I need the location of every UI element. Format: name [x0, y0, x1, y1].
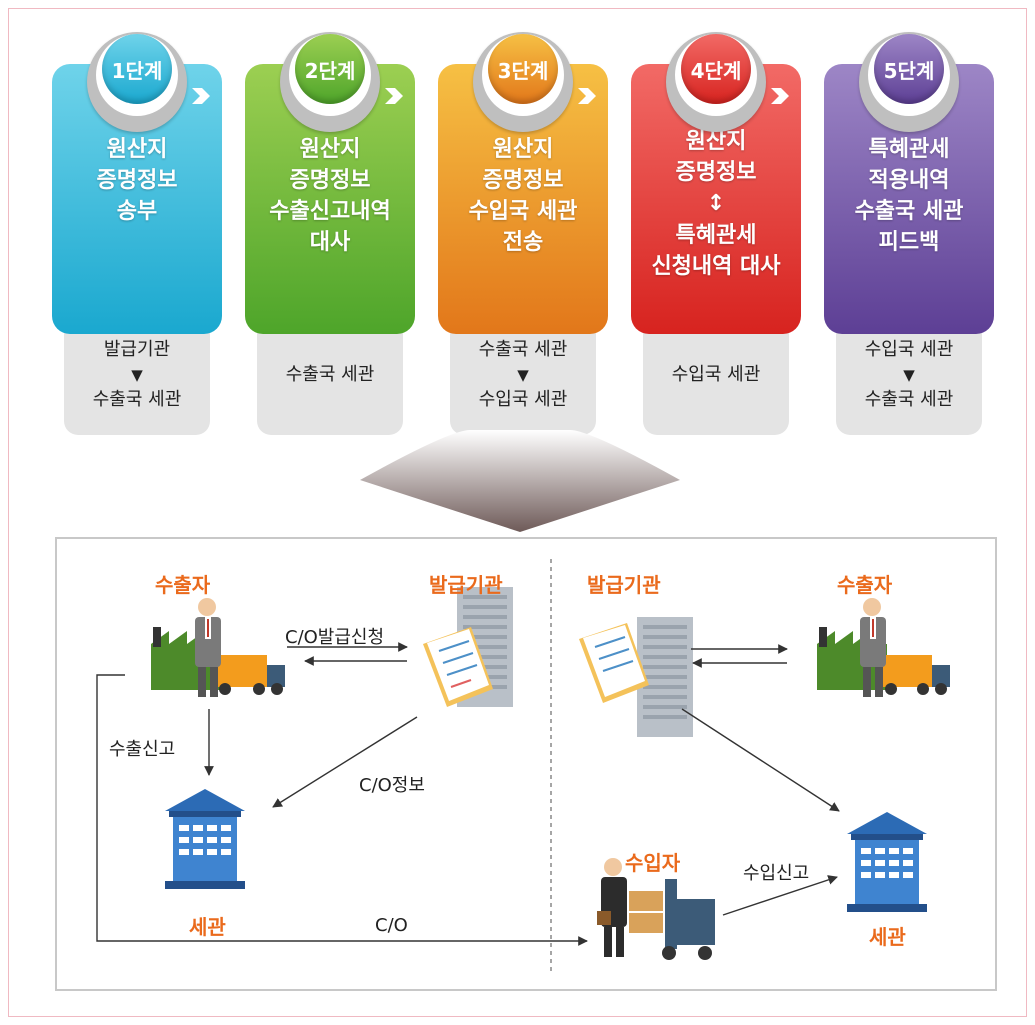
- role-to: 수입국 세관: [478, 389, 568, 410]
- co-info-label: C/O정보: [359, 775, 425, 796]
- role-arrow: ▼: [903, 366, 915, 384]
- step-badge: 5단계: [874, 34, 944, 104]
- step-text-line: 적용내역: [868, 168, 950, 193]
- step-text-line: 원산지: [299, 137, 361, 162]
- role-from: 수출국 세관: [478, 339, 568, 360]
- chevron-right-icon: [192, 88, 210, 104]
- exporter-illustration: [151, 598, 285, 697]
- import-declaration-label: 수입신고: [743, 863, 810, 884]
- step-text-line: 수입국 세관: [468, 199, 578, 224]
- step-3: 수출국 세관 ▼ 수입국 세관 원산지 증명정보 수입국 세관 전송 3단계: [438, 20, 608, 435]
- step-text-line: 대사: [309, 230, 351, 255]
- step-text-line: 원산지: [492, 137, 554, 162]
- customs-building-illustration-right: [847, 812, 927, 912]
- co-label: C/O: [375, 915, 408, 936]
- exporter-label-right: 수출자: [837, 573, 893, 597]
- step-text-line: 전송: [502, 230, 544, 255]
- step-badge: 2단계: [295, 34, 365, 104]
- role-arrow: ▼: [131, 366, 143, 384]
- exporter-illustration-right: [817, 598, 950, 697]
- chevron-right-icon: [385, 88, 403, 104]
- step-text-line: 원산지: [106, 137, 168, 162]
- double-arrow-icon: ↕: [706, 191, 726, 216]
- step-1: 발급기관 ▼ 수출국 세관 원산지 증명정보 송부 1단계: [52, 20, 222, 435]
- role-arrow: ▼: [517, 366, 529, 384]
- role-single: 수출국 세관: [285, 364, 375, 385]
- chevron-right-icon: [578, 88, 596, 104]
- step-4: 수입국 세관 원산지 증명정보 ↕ 특혜관세 신청내역 대사 4단계: [631, 20, 801, 435]
- step-4-card: 원산지 증명정보 ↕ 특혜관세 신청내역 대사: [631, 64, 801, 334]
- step-text-line: 수출신고내역: [269, 199, 391, 224]
- step-badge: 1단계: [102, 34, 172, 104]
- step-text-line: 피드백: [878, 230, 940, 255]
- step-4-role: 수입국 세관: [643, 315, 789, 435]
- step-2-role: 수출국 세관: [257, 315, 403, 435]
- step-text-line: 증명정보: [289, 168, 371, 193]
- co-request-label: C/O발급신청: [285, 627, 385, 648]
- step-text-line: 증명정보: [96, 168, 178, 193]
- role-to: 수출국 세관: [864, 389, 954, 410]
- chevron-right-icon: [771, 88, 789, 104]
- outer-frame: [8, 8, 1027, 1017]
- step-badge: 3단계: [488, 34, 558, 104]
- step-text-line: 원산지: [685, 129, 747, 154]
- role-to: 수출국 세관: [92, 389, 182, 410]
- step-text-line: 수출국 세관: [854, 199, 964, 224]
- issuer-illustration: [423, 587, 513, 707]
- role-from: 수입국 세관: [864, 339, 954, 360]
- issuer-illustration-right: [579, 617, 693, 737]
- step-text-line: 증명정보: [675, 160, 757, 185]
- step-text-line: 송부: [116, 199, 158, 224]
- step-badge: 4단계: [681, 34, 751, 104]
- funnel-down-arrow-icon: [360, 430, 680, 532]
- export-declaration-label: 수출신고: [109, 739, 176, 760]
- step-5: 수입국 세관 ▼ 수출국 세관 특혜관세 적용내역 수출국 세관 피드백 5단계: [824, 20, 994, 435]
- step-text-line: 증명정보: [482, 168, 564, 193]
- step-1-role: 발급기관 ▼ 수출국 세관: [64, 315, 210, 435]
- step-3-role: 수출국 세관 ▼ 수입국 세관: [450, 315, 596, 435]
- importer-label: 수입자: [625, 851, 681, 875]
- role-from: 발급기관: [103, 339, 171, 360]
- step-text-line: 특혜관세: [675, 223, 757, 248]
- role-single: 수입국 세관: [671, 364, 761, 385]
- step-text-line: 신청내역 대사: [651, 254, 781, 279]
- customs-label-right: 세관: [869, 925, 906, 949]
- issuer-label: 발급기관: [429, 573, 503, 597]
- flow-panel: 수출자 발급기관 C/O발급신청 수출신고 C/O정보 세관 C/O 발급기관 …: [55, 537, 997, 991]
- step-2: 수출국 세관 원산지 증명정보 수출신고내역 대사 2단계: [245, 20, 415, 435]
- customs-label: 세관: [189, 915, 226, 939]
- importer-illustration: [597, 858, 715, 960]
- customs-building-illustration: [165, 789, 245, 889]
- flow-diagram: [96, 559, 950, 973]
- issuer-label-right: 발급기관: [587, 573, 661, 597]
- exporter-label: 수출자: [155, 573, 211, 597]
- step-text-line: 특혜관세: [868, 137, 950, 162]
- step-5-role: 수입국 세관 ▼ 수출국 세관: [836, 315, 982, 435]
